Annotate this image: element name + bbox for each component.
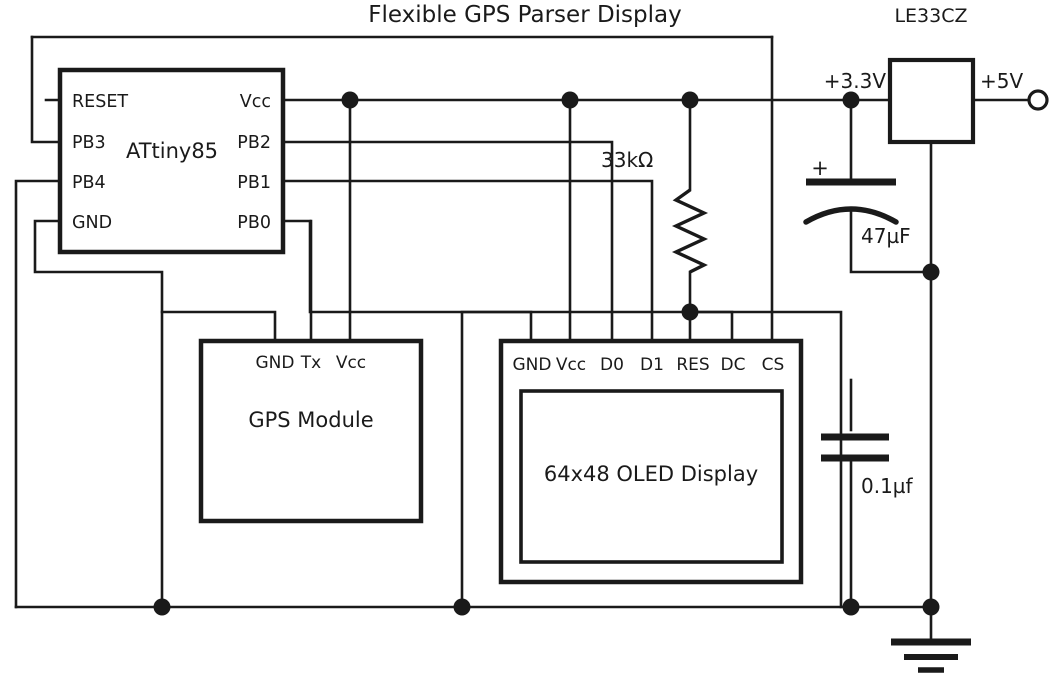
junction-dot-3v3-cap [842, 91, 860, 109]
mcu-pin-pb3: PB3 [72, 133, 106, 153]
wire-mcu-gnd-to-rail [33, 219, 164, 609]
mcu-name-label: ATtiny85 [126, 139, 218, 163]
mcu-pin-reset: RESET [72, 92, 128, 112]
cap47-value-label: 47µF [861, 224, 911, 248]
gps-module-name-label: GPS Module [248, 408, 373, 432]
wire-group-pb1 [281, 179, 654, 343]
cap47-polarity-label: + [811, 156, 829, 180]
gps-pin-gnd: GND [256, 353, 295, 373]
wire-pb3-to-top-rail [30, 35, 62, 144]
gps-module-body [198, 338, 424, 524]
gps-pin-vcc: Vcc [336, 353, 366, 373]
oled-pin-d0: D0 [600, 355, 624, 375]
resistor-zigzag-icon [671, 188, 709, 274]
regulator-body [887, 57, 976, 145]
oled-name-label: 64x48 OLED Display [544, 462, 758, 486]
mcu-pin-pb4: PB4 [72, 173, 106, 193]
cap01-value-label: 0.1µf [861, 474, 914, 498]
terminal-circle-5v [1027, 89, 1049, 111]
oled-pin-dc: DC [721, 355, 746, 375]
net-label-5v: +5V [980, 69, 1023, 93]
wire-pb2-to-oled-d0 [281, 140, 614, 343]
mcu-attiny85: ATtiny85 RESET PB3 PB4 GND Vcc PB2 PB1 P… [57, 67, 286, 255]
junction-dot-gnd-oled [453, 598, 471, 616]
capacitor-47uf [803, 98, 933, 274]
junction-dots [153, 91, 940, 616]
oled-pin-res: RES [676, 355, 709, 375]
gps-pin-tx: Tx [300, 353, 321, 373]
wire-group-res-junction [688, 310, 843, 609]
wire-cap47-bottom-lead [849, 208, 933, 274]
junction-dot-cap47-gnd [922, 263, 940, 281]
gps-module: GPS Module GND Tx Vcc [198, 338, 424, 524]
voltage-regulator-le33cz [887, 57, 976, 609]
wire-gps-gnd-to-rail [160, 310, 277, 343]
junction-dot-vcc-gps [341, 91, 359, 109]
oled-display-module: 64x48 OLED Display GND Vcc D0 D1 RES DC … [498, 338, 804, 585]
wire-group-vcc-branches [348, 98, 692, 343]
wire-pb1-to-oled-d1 [281, 179, 654, 343]
mcu-pin-pb1: PB1 [237, 173, 271, 193]
wire-group-top-rail [30, 35, 774, 343]
capacitor-0p1uf [821, 378, 889, 609]
ground-symbol [891, 605, 971, 673]
mcu-pin-pb2: PB2 [237, 133, 271, 153]
oled-pin-gnd: GND [513, 355, 552, 375]
wire-pb4-to-ground-left [14, 179, 62, 609]
oled-pin-d1: D1 [640, 355, 664, 375]
wire-group-pb2 [281, 140, 614, 343]
diagram-title: Flexible GPS Parser Display [368, 2, 682, 28]
wire-res-branch-right [688, 310, 843, 609]
oled-pin-cs: CS [762, 355, 785, 375]
mcu-pin-gnd: GND [72, 213, 112, 233]
junction-dot-res-pullup [681, 303, 699, 321]
oled-screen-area [519, 389, 784, 564]
junction-dot-gnd-cap01 [842, 598, 860, 616]
resistor-value-label: 33kΩ [601, 148, 653, 172]
mcu-pin-pb0: PB0 [237, 213, 271, 233]
wire-oled-gnd-to-rail [460, 310, 533, 609]
junction-dot-gnd-earth [922, 598, 940, 616]
junction-dot-vcc-resistor [681, 91, 699, 109]
mcu-body [57, 67, 286, 255]
junction-dot-vcc-oled [561, 91, 579, 109]
junction-dot-gnd-gps [153, 598, 171, 616]
oled-pin-vcc: Vcc [556, 355, 586, 375]
regulator-name-label: LE33CZ [894, 5, 967, 27]
mcu-pin-vcc: Vcc [240, 92, 271, 112]
net-label-3v3: +3.3V [824, 69, 887, 93]
